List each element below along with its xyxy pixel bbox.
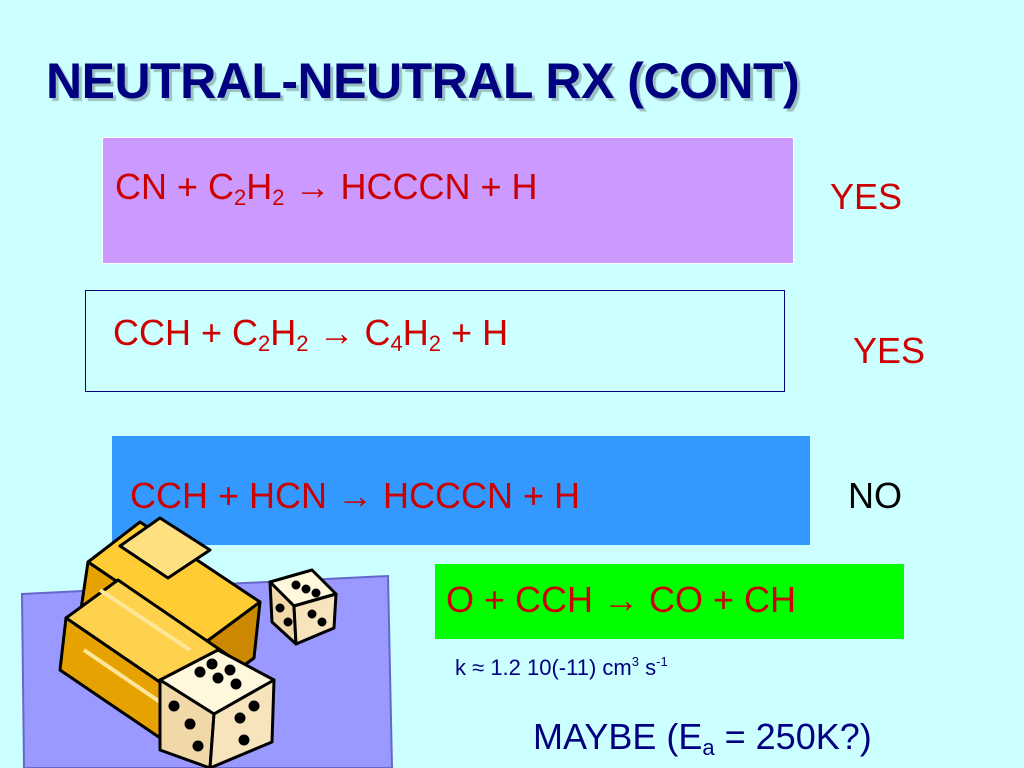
small-die-icon: [268, 568, 338, 646]
approx-icon: ≈: [472, 655, 485, 680]
reaction-3-box: [112, 436, 810, 545]
reaction-2-box: [85, 290, 785, 392]
rate-constant: k ≈ 1.2 10(-11) cm3 s-1: [455, 654, 668, 680]
reaction-2-equation: CCH + C2H2 → C4H2 + H: [113, 312, 509, 356]
reaction-4-equation: O + CCH → CO + CH: [446, 579, 797, 620]
reaction-1-box: [102, 137, 794, 264]
reaction-3-equation: CCH + HCN → HCCCN + H: [130, 475, 581, 516]
large-die-icon: [158, 648, 276, 768]
reaction-1-result: YES: [830, 176, 903, 217]
slide-title: NEUTRAL-NEUTRAL RX (CONT): [46, 53, 800, 109]
reaction-3-result: NO: [848, 475, 902, 516]
gold-bars-dice-clipart: [20, 516, 394, 768]
reaction-4-box: [435, 564, 904, 639]
reaction-1-equation: CN + C2H2 → HCCCN + H: [115, 166, 538, 210]
reaction-2-result: YES: [853, 330, 926, 371]
activation-energy-note: MAYBE (Ea = 250K?): [533, 716, 872, 760]
